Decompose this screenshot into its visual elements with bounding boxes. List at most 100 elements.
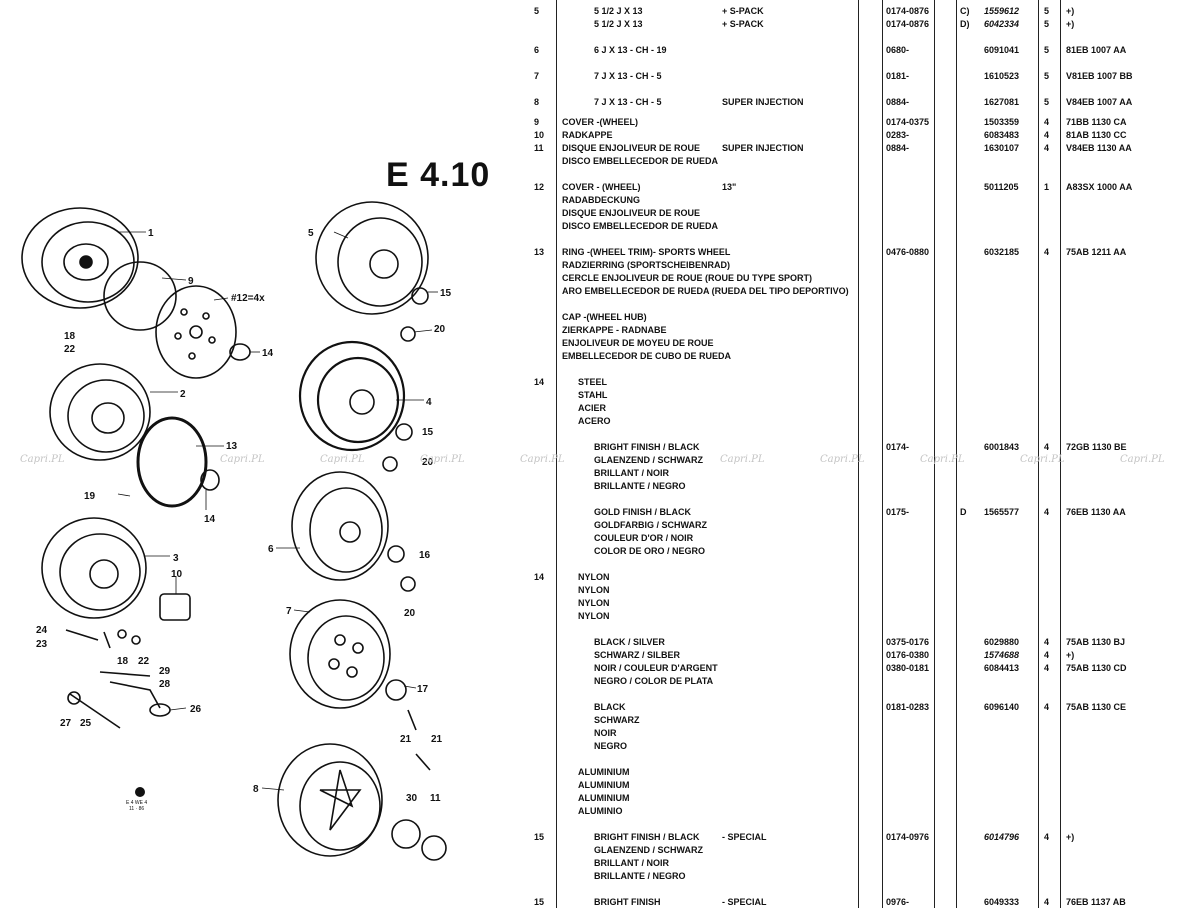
engineering-number: V84EB 1130 AA xyxy=(1066,143,1132,153)
variant-note: SUPER INJECTION xyxy=(722,97,804,107)
column-divider xyxy=(934,0,935,908)
column-divider xyxy=(956,0,957,908)
description: ACERO xyxy=(578,416,611,426)
quantity: 4 xyxy=(1044,247,1050,257)
engineering-number: A83SX 1000 AA xyxy=(1066,182,1133,192)
quantity: 4 xyxy=(1044,832,1050,842)
callout-label: 20 xyxy=(404,608,416,619)
ref-number: 5 xyxy=(534,6,540,16)
description: BRIGHT FINISH / BLACK xyxy=(594,442,700,452)
wheel-7-drawing xyxy=(289,599,391,709)
engineering-number: V84EB 1007 AA xyxy=(1066,97,1133,107)
date-range: 0976- xyxy=(886,897,910,907)
engineering-number: +) xyxy=(1066,6,1075,16)
description: ALUMINIUM xyxy=(578,793,630,803)
description: COULEUR D'OR / NOIR xyxy=(594,533,694,543)
quantity: 4 xyxy=(1044,702,1050,712)
quantity: 4 xyxy=(1044,637,1050,647)
date-range: 0175- xyxy=(886,507,910,517)
quantity: 1 xyxy=(1044,182,1050,192)
description: RADZIERRING (SPORTSCHEIBENRAD) xyxy=(562,260,731,270)
callout-label: 5 xyxy=(308,228,314,239)
wheel-cover-9 xyxy=(103,261,177,331)
engineering-number: 75AB 1130 CE xyxy=(1066,702,1127,712)
callout-label: 23 xyxy=(36,639,48,650)
description: STEEL xyxy=(578,377,608,387)
wheel-2-drawing xyxy=(49,363,151,461)
ref-number: 8 xyxy=(534,97,540,107)
description: RING -(WHEEL TRIM)- SPORTS WHEEL xyxy=(562,247,731,257)
quantity: 4 xyxy=(1044,130,1050,140)
engineering-number: 75AB 1211 AA xyxy=(1066,247,1127,257)
quantity: 5 xyxy=(1044,97,1050,107)
engineering-number: 81EB 1007 AA xyxy=(1066,45,1127,55)
part-number: 1630107 xyxy=(984,143,1020,153)
date-range: 0476-0880 xyxy=(886,247,930,257)
leader-lines xyxy=(117,231,438,791)
callout-label: 15 xyxy=(422,427,434,438)
callout-label: 20 xyxy=(422,457,434,468)
date-range: 0174-0876 xyxy=(886,19,930,29)
date-range: 0174-0876 xyxy=(886,6,930,16)
description: ZIERKAPPE - RADNABE xyxy=(562,325,667,335)
description: NEGRO / COLOR DE PLATA xyxy=(594,676,714,686)
description: ALUMINIO xyxy=(578,806,623,816)
watermark-text: Capri.PL xyxy=(720,454,765,465)
callout-label: 25 xyxy=(80,718,92,729)
nut-14-mid xyxy=(200,469,220,491)
description: CAP -(WHEEL HUB) xyxy=(562,312,647,322)
quantity: 4 xyxy=(1044,897,1050,907)
quantity: 5 xyxy=(1044,45,1050,55)
ref-number: 10 xyxy=(534,130,545,140)
part-number: 1565577 xyxy=(984,507,1020,517)
part-number: 6029880 xyxy=(984,637,1020,647)
condition-code: D xyxy=(960,507,967,517)
part-number: 6091041 xyxy=(984,45,1020,55)
column-divider xyxy=(556,0,557,908)
description: BRILLANTE / NEGRO xyxy=(594,871,686,881)
wheel-5-drawing xyxy=(315,201,429,315)
part-number: 6042334 xyxy=(984,19,1020,29)
quantity: 5 xyxy=(1044,6,1050,16)
callout-label: 15 xyxy=(440,288,452,299)
description: BRILLANT / NOIR xyxy=(594,858,669,868)
wheel-6-drawing xyxy=(291,471,389,581)
callout-label: 11 xyxy=(430,793,441,804)
description: STAHL xyxy=(578,390,608,400)
part-number: 6001843 xyxy=(984,442,1020,452)
date-range: 0283- xyxy=(886,130,910,140)
watermark-text: Capri.PL xyxy=(20,454,65,465)
diagram-marker-dot xyxy=(135,787,145,797)
condition-code: D) xyxy=(960,19,970,29)
date-range: 0884- xyxy=(886,97,910,107)
date-range: 0181-0283 xyxy=(886,702,930,712)
engineering-number: 76EB 1137 AB xyxy=(1066,897,1126,907)
wheel-drawings xyxy=(21,201,447,861)
condition-code: C) xyxy=(960,6,970,16)
column-divider xyxy=(882,0,883,908)
description: NYLON xyxy=(578,585,610,595)
quantity: 4 xyxy=(1044,663,1050,673)
description: NOIR xyxy=(594,728,617,738)
date-range: 0884- xyxy=(886,143,910,153)
variant-note: - SPECIAL xyxy=(722,897,767,907)
trim-ring-13 xyxy=(136,416,208,508)
variant-note: SUPER INJECTION xyxy=(722,143,804,153)
callout-label: 21 xyxy=(400,734,412,745)
watermark-text: Capri.PL xyxy=(420,454,465,465)
description: 7 J X 13 - CH - 5 xyxy=(594,71,662,81)
callout-label: 2 xyxy=(180,389,186,400)
watermark-text: Capri.PL xyxy=(1020,454,1065,465)
description: 5 1/2 J X 13 xyxy=(594,6,643,16)
callout-label: 8 xyxy=(253,784,259,795)
description: CERCLE ENJOLIVEUR DE ROUE (ROUE DU TYPE … xyxy=(562,273,813,283)
description: ACIER xyxy=(578,403,607,413)
engineering-number: 75AB 1130 CD xyxy=(1066,663,1127,673)
description: 5 1/2 J X 13 xyxy=(594,19,643,29)
description: COLOR DE ORO / NEGRO xyxy=(594,546,706,556)
engineering-number: 76EB 1130 AA xyxy=(1066,507,1126,517)
column-divider xyxy=(1038,0,1039,908)
callout-label: 10 xyxy=(171,569,183,580)
wheel-1-drawing xyxy=(21,207,139,309)
